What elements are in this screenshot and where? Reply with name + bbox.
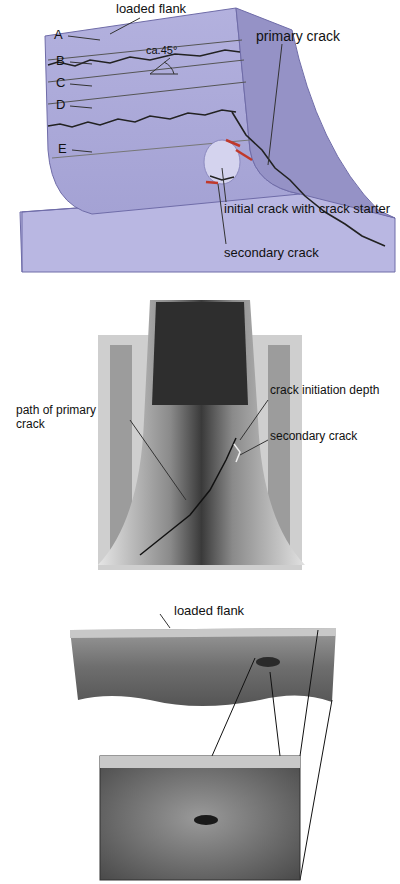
callout-label: primary crack (256, 28, 386, 44)
callout-label: crack initiation depth (270, 384, 390, 398)
callout-label: ca.45° (146, 44, 206, 57)
fracture-photo (70, 614, 336, 880)
callout-label: A (54, 28, 68, 43)
callout-label: C (56, 76, 70, 91)
callout-label: D (56, 98, 70, 113)
callout-label: loaded flank (174, 604, 274, 619)
callout-label: initial crack with crack starter (224, 202, 394, 217)
callout-label: secondary crack (270, 430, 380, 444)
callout-label: path of primary crack (16, 404, 128, 432)
callout-label: secondary crack (224, 246, 374, 261)
callout-label: E (58, 142, 72, 157)
gear-tooth-schematic (20, 8, 395, 272)
callout-label: B (56, 54, 70, 69)
callout-label: loaded flank (116, 2, 206, 17)
